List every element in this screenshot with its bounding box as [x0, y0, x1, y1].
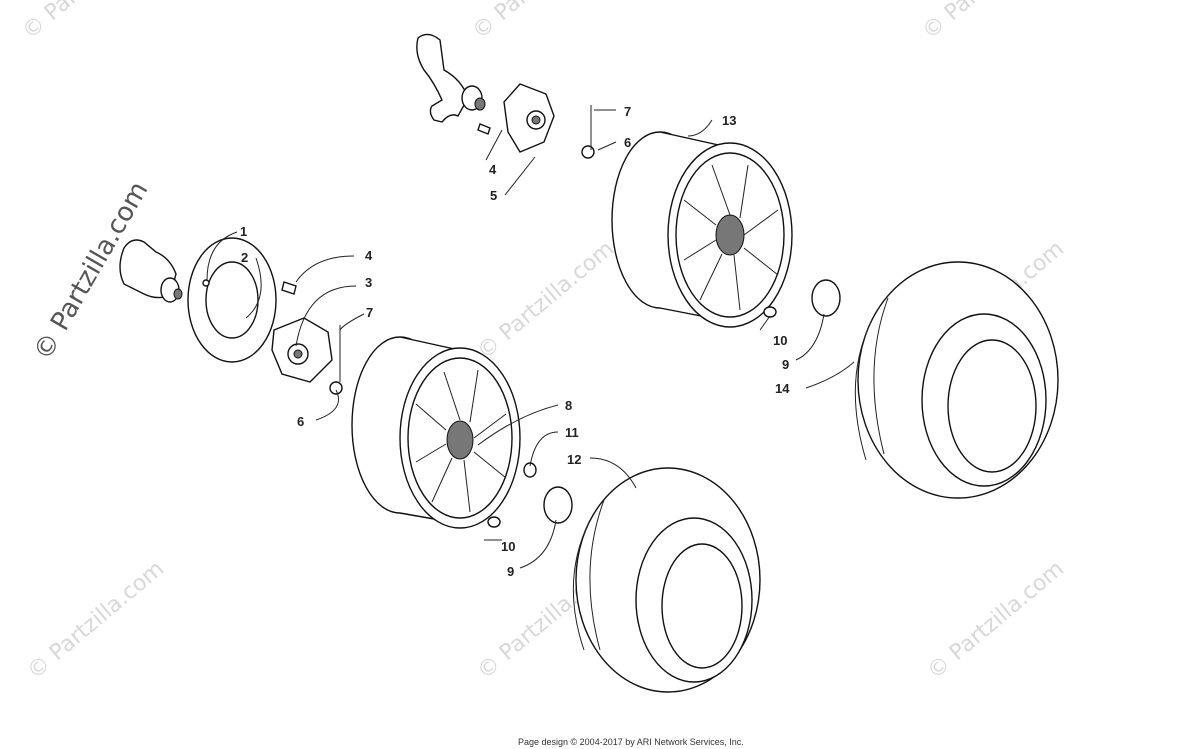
tire-lower	[572, 467, 761, 693]
watermark: © Partzilla.com	[18, 0, 164, 45]
callout-1: 1	[240, 224, 247, 239]
callout-14: 14	[775, 381, 790, 396]
callout-5: 5	[490, 188, 497, 203]
callout-8: 8	[565, 398, 572, 413]
watermark: © Partzilla.com	[473, 236, 619, 364]
callout-9: 9	[782, 357, 789, 372]
callout-9: 9	[507, 564, 514, 579]
callout-13: 13	[722, 113, 736, 128]
wheel-rim-top	[611, 131, 841, 328]
callout-2: 2	[241, 250, 248, 265]
callout-10: 10	[501, 539, 515, 554]
callout-7: 7	[624, 104, 631, 119]
callout-11: 11	[565, 425, 579, 440]
tire-upper-right	[854, 261, 1059, 499]
watermark: © Partzilla.com	[918, 0, 1064, 45]
watermark: © Partzilla.com	[23, 556, 169, 684]
watermark: © Partzilla.com	[923, 556, 1069, 684]
callout-4: 4	[489, 162, 497, 177]
callout-labels: 1 2 3 4 4 5 6 6 7 7 8 9 9 10 10 11 12 13…	[240, 104, 790, 579]
leader-lines	[206, 109, 855, 569]
top-knuckle-assembly	[416, 33, 595, 159]
callout-3: 3	[365, 275, 372, 290]
callout-6: 6	[297, 414, 304, 429]
page-footer: Page design © 2004-2017 by ARI Network S…	[518, 737, 744, 747]
watermark: © Partzilla.com	[468, 0, 614, 45]
callout-4: 4	[365, 248, 373, 263]
callout-7: 7	[366, 305, 373, 320]
left-knuckle-assembly	[119, 237, 343, 395]
callout-6: 6	[624, 135, 631, 150]
wheel-rim-lower	[351, 336, 573, 529]
callout-12: 12	[567, 452, 581, 467]
callout-10: 10	[773, 333, 787, 348]
